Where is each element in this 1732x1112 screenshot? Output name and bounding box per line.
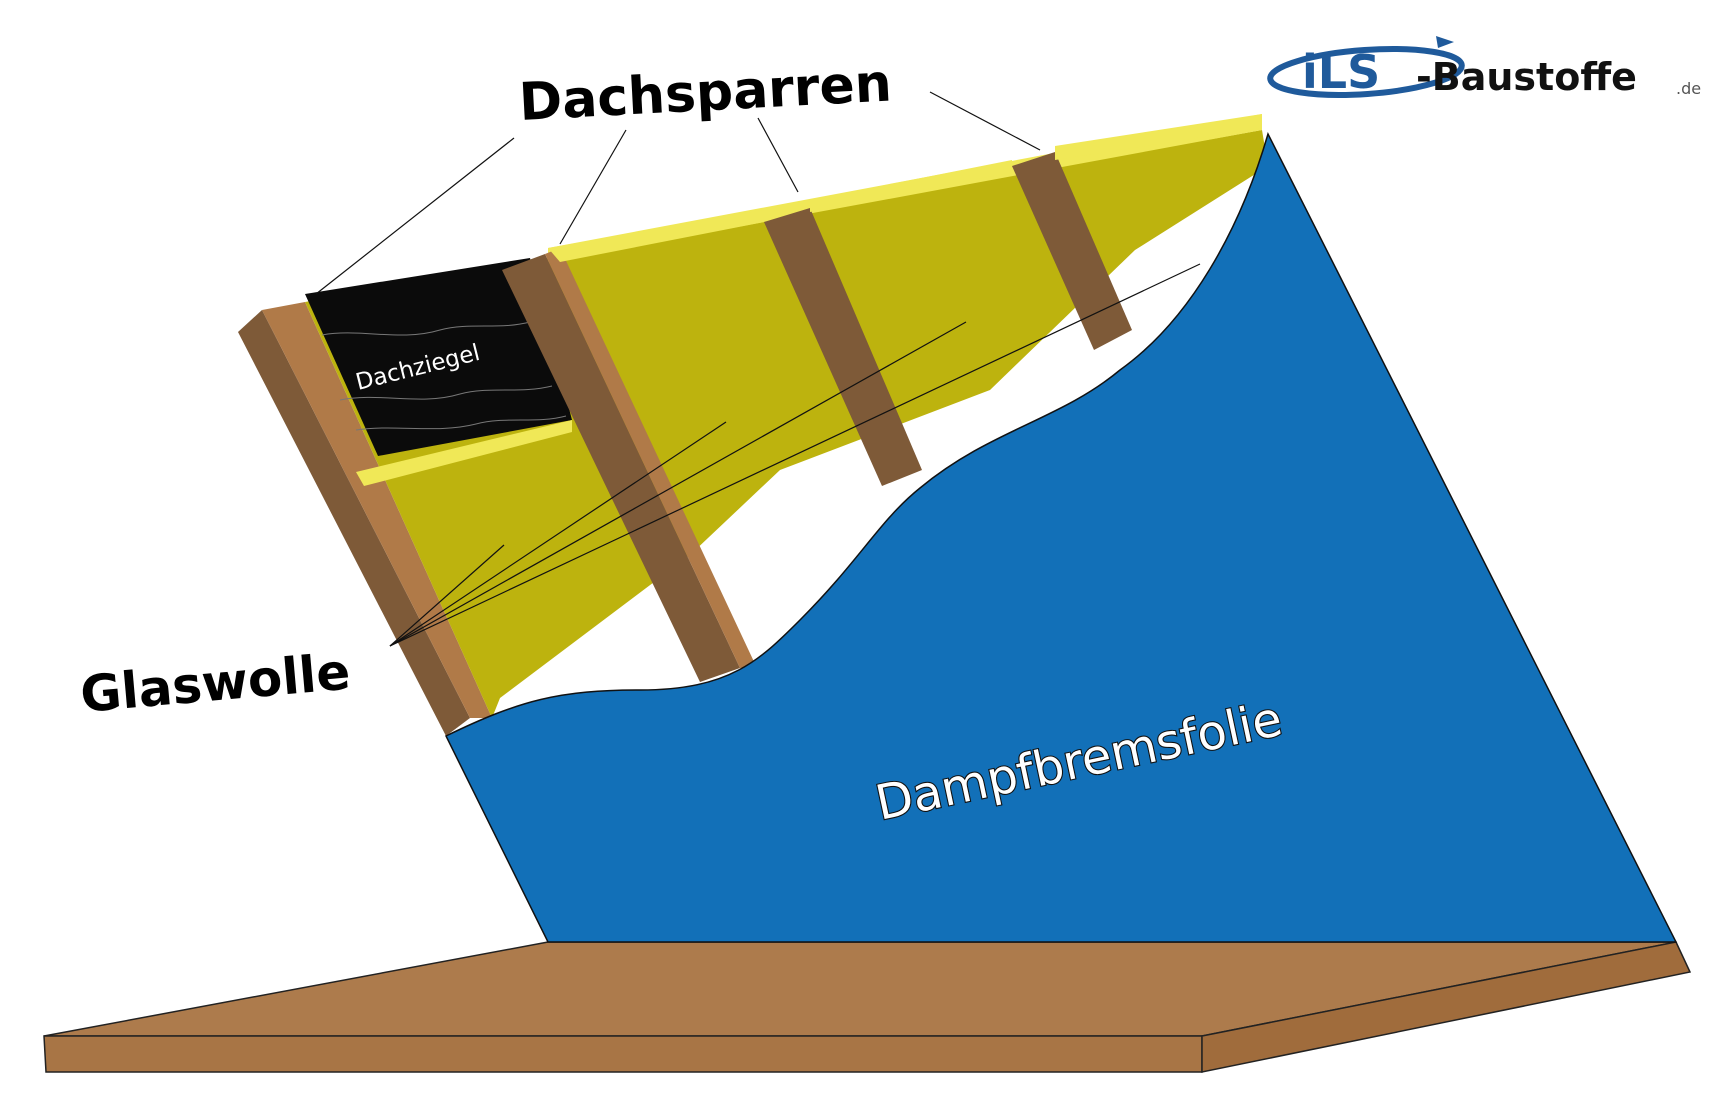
glasswool-label: Glaswolle xyxy=(78,643,352,724)
rafters-label: Dachsparren xyxy=(518,54,894,133)
vapor-barrier: Dampfbremsfolie xyxy=(444,131,1678,943)
rafter-1 xyxy=(502,248,756,682)
rafters-leaders xyxy=(315,91,1041,295)
logo-name: -Baustoffe xyxy=(1416,55,1637,99)
rafter-2 xyxy=(764,208,922,486)
rafter-edge-left xyxy=(238,302,492,736)
floor-board xyxy=(43,941,1692,1073)
rafter-3 xyxy=(1012,152,1132,350)
roof-tiles: Dachziegel xyxy=(305,258,572,486)
logo-tld: .de xyxy=(1676,79,1701,98)
brand-logo: iLS -Baustoffe .de xyxy=(1267,36,1701,99)
logo-swoosh-icon xyxy=(1267,46,1465,98)
glasswool-top-edges xyxy=(548,114,1262,262)
logo-mark: iLS xyxy=(1302,45,1380,99)
glasswool-leaders xyxy=(389,263,1201,647)
logo-arrow-icon xyxy=(1436,36,1454,48)
